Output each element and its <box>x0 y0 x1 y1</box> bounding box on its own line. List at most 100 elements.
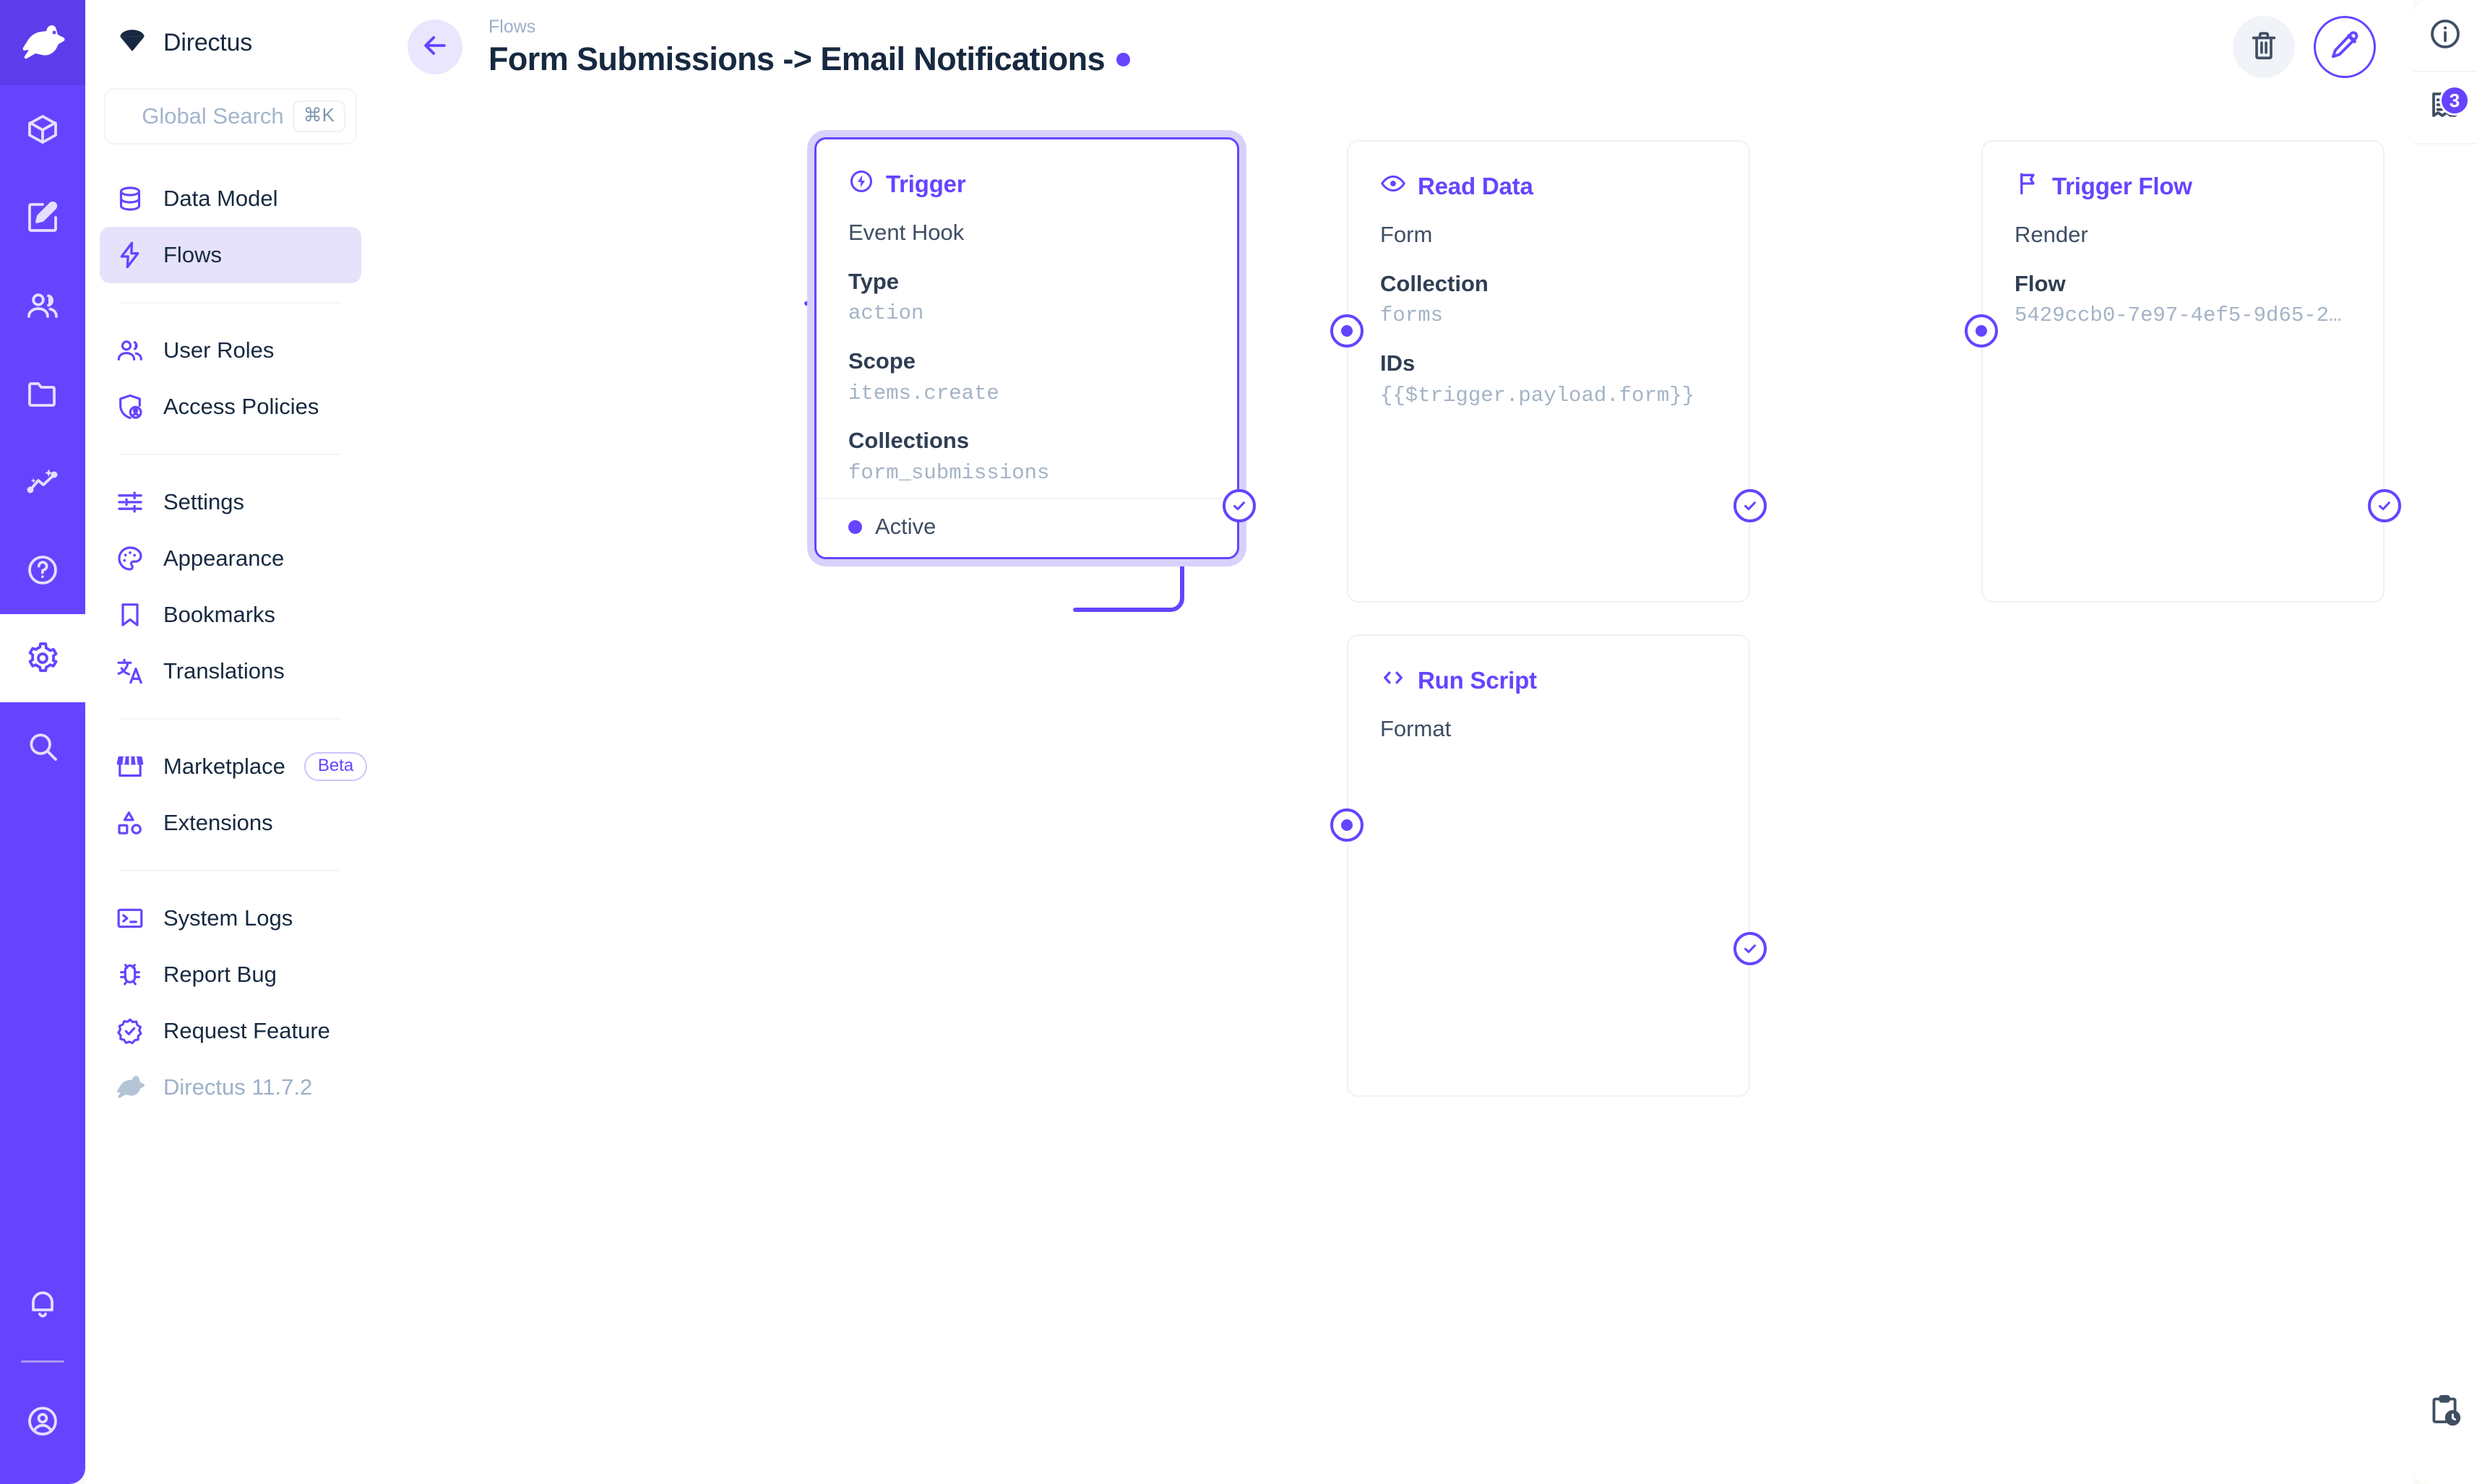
field-value: action <box>848 301 924 326</box>
palette-icon <box>116 544 145 573</box>
notifications-button[interactable] <box>0 1258 85 1346</box>
directus-rabbit-icon <box>116 1073 145 1102</box>
sidebar-header: Directus <box>85 0 376 85</box>
revisions-button[interactable]: 3 <box>2413 72 2477 144</box>
read-data-resolve-port[interactable] <box>1733 489 1767 522</box>
page-header: Flows Form Submissions -> Email Notifica… <box>376 0 2413 94</box>
verified-icon <box>116 1017 145 1045</box>
logs-history-button[interactable] <box>2413 1376 2477 1448</box>
module-help[interactable] <box>0 526 85 614</box>
field-value: 5429ccb0-7e97-4ef5-9d65-2b… <box>2015 303 2351 328</box>
account-button[interactable] <box>0 1377 85 1465</box>
node-field: Collection forms <box>1380 268 1717 332</box>
sidebar-item-system-logs[interactable]: System Logs <box>100 890 361 946</box>
field-label: Type <box>848 268 900 294</box>
info-sidebar-button[interactable] <box>2413 0 2477 72</box>
trigger-resolve-port[interactable] <box>1223 489 1256 522</box>
pending-actions-icon <box>2428 1393 2463 1431</box>
input-dot-icon <box>1341 325 1353 337</box>
node-body: Event Hook Type action Scope items.creat… <box>817 200 1237 489</box>
sidebar-item-flows[interactable]: Flows <box>100 227 361 283</box>
node-subject: Form <box>1380 222 1433 247</box>
title-block: Flows Form Submissions -> Email Notifica… <box>488 16 1131 78</box>
breadcrumb[interactable]: Flows <box>488 17 536 38</box>
marketplace-beta-badge: Beta <box>303 751 368 782</box>
module-bar <box>0 0 85 1484</box>
trigger-flow-render-input-port[interactable] <box>1965 314 1998 348</box>
trigger-node[interactable]: Trigger Event Hook Type action Scope ite… <box>814 137 1239 559</box>
module-user-directory[interactable] <box>0 262 85 350</box>
sidebar-item-marketplace[interactable]: Marketplace Beta <box>100 738 368 795</box>
module-editor[interactable] <box>0 173 85 262</box>
back-button[interactable] <box>408 20 462 74</box>
sidebar-item-label: Bookmarks <box>163 602 276 627</box>
sidebar-item-translations[interactable]: Translations <box>100 643 361 699</box>
field-value: form_submissions <box>848 461 1050 486</box>
sidebar-item-label: System Logs <box>163 905 293 931</box>
sidebar-item-settings[interactable]: Settings <box>100 474 361 530</box>
sidebar-item-request-feature[interactable]: Request Feature <box>100 1003 361 1059</box>
run-script-resolve-port[interactable] <box>1733 932 1767 965</box>
main-content: Flows Form Submissions -> Email Notifica… <box>376 0 2413 1484</box>
field-value: forms <box>1380 303 1444 328</box>
trigger-flow-render-node[interactable]: Trigger Flow Render Flow 5429ccb0-7e97-4… <box>1981 140 2385 603</box>
sidebar-item-data-model[interactable]: Data Model <box>100 171 361 227</box>
sidebar-item-access-policies[interactable]: Access Policies <box>100 379 361 435</box>
run-script-node[interactable]: Run Script Format <box>1347 634 1750 1097</box>
sidebar-item-label: Directus 11.7.2 <box>163 1074 313 1100</box>
read-data-input-port[interactable] <box>1330 314 1364 348</box>
run-script-input-port[interactable] <box>1330 808 1364 842</box>
sidebar-nav-list: Data Model Flows User Roles Access Pol <box>85 171 376 1116</box>
node-subject: Render <box>2015 222 2088 247</box>
sidebar-item-label: Data Model <box>163 186 278 211</box>
sidebar-item-label: User Roles <box>163 337 275 363</box>
sidebar-divider <box>120 870 341 871</box>
bookmark-icon <box>116 600 145 629</box>
global-search[interactable]: Global Search ⌘K <box>85 88 376 144</box>
sidebar-divider <box>120 718 341 720</box>
node-status-footer: Active <box>817 498 1237 557</box>
node-type-header: Trigger <box>817 139 1237 200</box>
pencil-icon <box>2328 29 2361 66</box>
field-value: {{$trigger.payload.form}} <box>1380 383 1695 407</box>
module-insights[interactable] <box>0 438 85 526</box>
sidebar-item-report-bug[interactable]: Report Bug <box>100 946 361 1003</box>
revisions-count-badge: 3 <box>2439 85 2470 116</box>
sidebar-item-label: Extensions <box>163 810 273 835</box>
bolt-circle-icon <box>848 168 874 200</box>
right-sidebar: 3 <box>2413 0 2477 1484</box>
read-data-node[interactable]: Read Data Form Collection forms IDs {{$t… <box>1347 140 1750 603</box>
sidebar-item-appearance[interactable]: Appearance <box>100 530 361 587</box>
sidebar-item-label: Appearance <box>163 545 285 571</box>
sidebar-item-label: Report Bug <box>163 962 277 987</box>
users-icon <box>116 336 145 365</box>
storefront-icon <box>116 752 145 781</box>
node-body: Form Collection forms IDs {{$trigger.pay… <box>1348 202 1749 411</box>
database-icon <box>116 184 145 213</box>
shield-person-icon <box>116 392 145 421</box>
module-content[interactable] <box>0 85 85 173</box>
sidebar-item-extensions[interactable]: Extensions <box>100 795 361 851</box>
sidebar-item-label: Access Policies <box>163 394 319 419</box>
field-label: Collections <box>848 428 970 454</box>
sidebar-item-label: Flows <box>163 242 222 267</box>
sidebar-item-label: Marketplace <box>163 754 285 779</box>
sidebar-item-bookmarks[interactable]: Bookmarks <box>100 587 361 643</box>
flow-canvas[interactable]: Trigger Event Hook Type action Scope ite… <box>376 94 2413 1484</box>
sidebar-item-label: Settings <box>163 489 245 514</box>
node-field: IDs {{$trigger.payload.form}} <box>1380 348 1717 411</box>
node-type-header: Run Script <box>1348 636 1749 696</box>
field-value: items.create <box>848 381 999 405</box>
module-settings[interactable] <box>0 614 85 702</box>
sidebar-item-user-roles[interactable]: User Roles <box>100 322 361 379</box>
page-title-text: Form Submissions -> Email Notifications <box>488 40 1106 78</box>
module-search[interactable] <box>0 702 85 790</box>
eye-icon <box>1380 171 1406 202</box>
trigger-flow-render-resolve-port[interactable] <box>2368 489 2401 522</box>
delete-flow-button[interactable] <box>2233 16 2295 78</box>
directus-rabbit-logo[interactable] <box>0 0 85 85</box>
module-file-library[interactable] <box>0 350 85 438</box>
navigation-sidebar: Directus Global Search ⌘K Data Model Flo… <box>85 0 376 1484</box>
active-dot-icon <box>848 519 862 534</box>
edit-flow-button[interactable] <box>2314 16 2376 78</box>
